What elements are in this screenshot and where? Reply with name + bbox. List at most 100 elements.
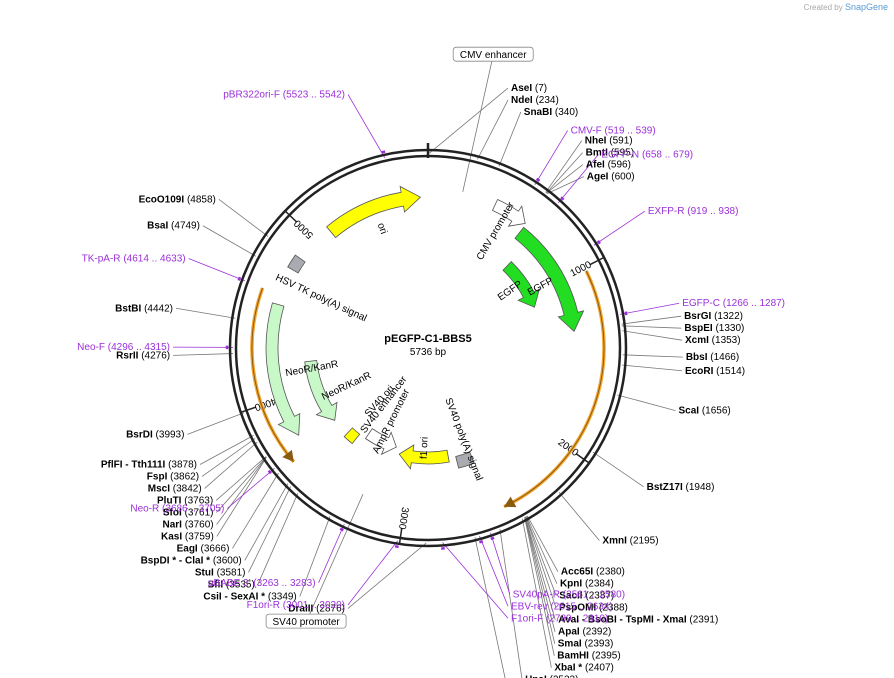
primer-position: (919 .. 938) [687,206,738,217]
primer-label: EGFP-C (1266 .. 1287) [682,298,785,309]
enzyme-name: PspOMI [559,603,596,614]
enzyme-leader [617,394,676,411]
feature-arrow-egfp [514,226,585,332]
enzyme-position: (4276) [141,350,170,361]
enzyme-position: (4442) [144,303,173,314]
enzyme-leader [347,542,427,609]
enzyme-name: BstBI [115,303,141,314]
enzyme-label: CsiI - SexAI * (3349) [203,591,296,602]
enzyme-label: SacII (2387) [559,591,614,602]
feature-arrow-ampr-promoter [364,428,397,456]
enzyme-position: (1322) [714,311,743,322]
enzyme-leader [232,472,279,549]
feature-arrow-f1-ori [398,444,450,470]
enzyme-label: KasI (3759) [161,531,214,542]
enzyme-leader [526,516,558,584]
enzyme-leader [257,493,299,585]
enzyme-position: (2384) [585,579,614,590]
primer-leader [347,540,399,606]
ruler-tick [575,453,590,464]
enzyme-leader [216,456,267,513]
enzyme-position: (234) [535,95,558,106]
enzyme-label: XcmI (1353) [685,335,741,346]
enzyme-label: MscI (3842) [148,483,202,494]
primer-position: (3263 .. 3283) [253,578,315,589]
primer-leader [188,258,246,282]
enzyme-leader [248,486,292,573]
primer-position: (2615 .. 2634) [550,601,612,612]
primer-position: (5523 .. 5542) [283,89,345,100]
enzyme-name: NarI [162,519,182,530]
enzyme-name: EagI [177,543,198,554]
enzyme-leader [477,99,509,160]
enzyme-label: FspI (3862) [147,471,199,482]
boxed-feature-label: CMV enhancer [460,50,527,61]
enzyme-position: (2195) [630,535,659,546]
primer-site-mark [596,240,601,245]
primer-name: pBR322ori-F [223,89,280,100]
feature-label: NeoR/KanR [320,370,373,403]
ruler-tick [589,256,605,266]
enzyme-label: PspOMI (2388) [559,603,628,614]
enzyme-position: (4749) [171,221,200,232]
enzyme-leader [621,325,682,329]
enzyme-label: EcoO109I (4858) [139,194,216,205]
enzyme-name: EcoRI [685,366,714,377]
primer-position: (4614 .. 4633) [123,253,185,264]
primer-label: F1ori-F (2789 .. 2810) [511,613,608,624]
primer-name: EGFP-N [601,150,639,161]
enzyme-leader [218,198,269,237]
enzyme-name: SfiI [208,579,224,590]
enzyme-name: BsrGI [684,311,711,322]
enzyme-label: Acc65I (2380) [561,567,625,578]
site-labels: AseI (7)NdeI (234)SnaBI (340)NheI (591)B… [77,46,785,678]
enzyme-position: (2392) [582,627,611,638]
primer-site-mark [267,469,272,475]
enzyme-position: (2523) [550,675,579,678]
enzyme-name: NheI [585,136,607,147]
enzyme-position: (3763) [184,495,213,506]
primer-name: F1ori-F [511,613,543,624]
enzyme-name: SmaI [558,639,582,650]
enzyme-name: BmtI [586,148,608,159]
enzyme-position: (591) [609,136,632,147]
primer-label: SV40pA-R (2561 .. 2580) [513,589,625,600]
enzyme-leader [202,225,257,257]
primer-name: Neo-F [77,342,105,353]
primer-position: (2789 .. 2810) [546,613,608,624]
enzyme-label: ScaI (1656) [678,406,730,417]
primer-position: (1266 .. 1287) [723,298,785,309]
primer-leader [479,535,509,607]
enzyme-leader [545,140,583,193]
primer-name: CMV-F [571,125,602,136]
plasmid-name: pEGFP-C1-BBS5 [384,333,471,345]
enzyme-label: AgeI (600) [587,172,635,183]
feature-label: SV40 poly(A) signal [442,396,484,482]
enzyme-position: (1466) [710,352,739,363]
primer-label: EBV-rev (2615 .. 2634) [511,601,613,612]
enzyme-name: PflFI - Tth111I [101,459,166,470]
feature-arrow-neor-kanr [265,302,301,436]
enzyme-position: (3600) [213,555,242,566]
primer-label: TK-pA-R (4614 .. 4633) [82,253,186,264]
primer-name: pBABE 3' [208,578,251,589]
enzyme-leader [622,364,683,372]
primer-name: SV40pA-R [513,589,560,600]
boxed-feature-label: SV40 promoter [272,617,340,628]
coverage-arc-core [503,270,605,508]
enzyme-leader [525,516,557,596]
primer-name: EXFP-R [648,206,685,217]
enzyme-name: DraIII [288,603,313,614]
enzyme-leader [546,164,584,194]
primer-site-mark [535,177,541,182]
enzyme-leader [216,456,267,525]
enzyme-position: (2393) [584,639,613,650]
primer-site-mark [624,311,628,316]
feature-label: f1 ori [419,437,431,460]
feature-arrows [265,185,585,470]
enzyme-leader [201,438,256,477]
enzyme-leader [526,515,559,572]
enzyme-position: (3349) [268,591,297,602]
enzyme-name: StuI [195,567,214,578]
primer-name: EBV-rev [511,601,548,612]
